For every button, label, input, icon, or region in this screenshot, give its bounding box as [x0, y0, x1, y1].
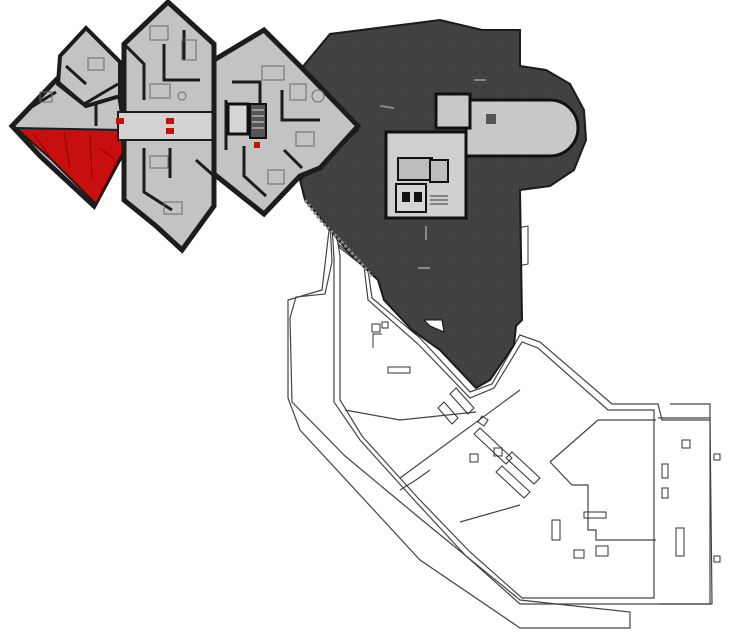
unit-east[interactable]	[211, 26, 362, 218]
apartment-wing	[8, 0, 362, 254]
service-core	[384, 130, 468, 220]
unit-north[interactable]	[121, 0, 217, 123]
rotunda-room	[434, 92, 580, 158]
